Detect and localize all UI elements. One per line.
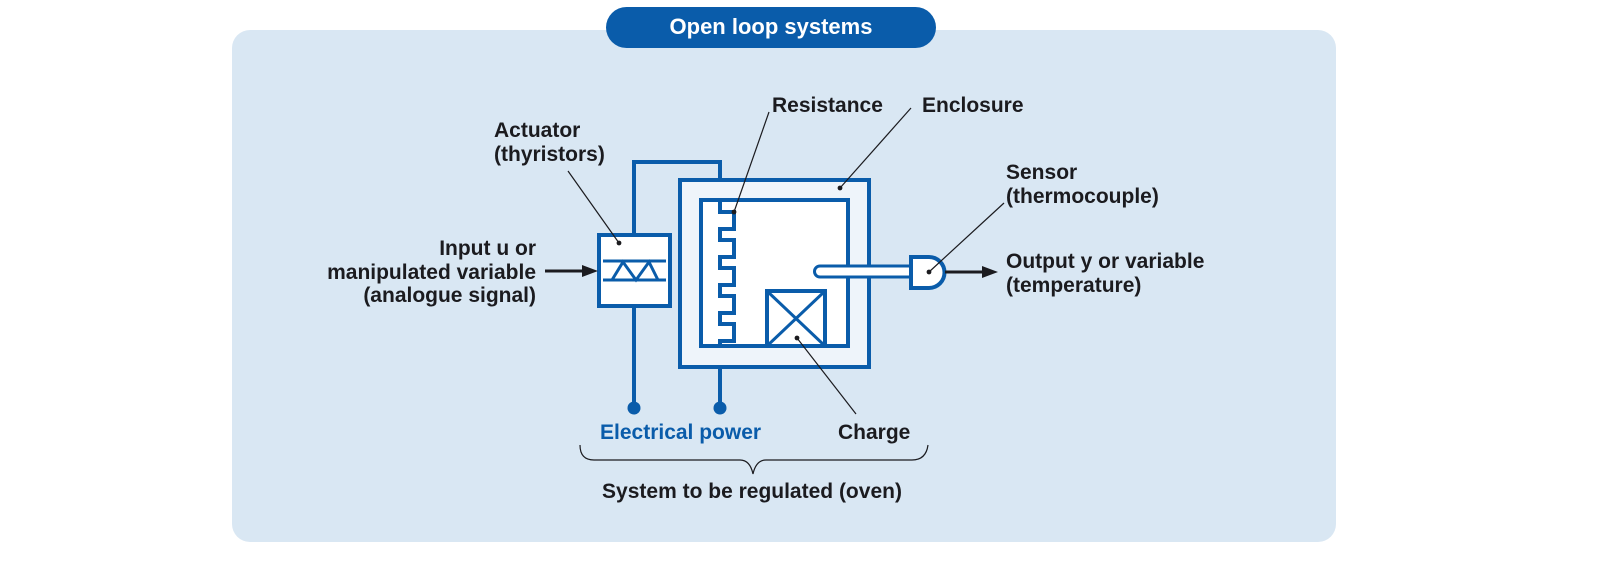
diagram-title: Open loop systems — [670, 14, 873, 39]
title-pill: Open loop systems — [606, 7, 936, 48]
label-output-line2: (temperature) — [1006, 274, 1141, 297]
leader-dot-actuator — [616, 240, 622, 246]
label-electrical-power: Electrical power — [600, 421, 761, 444]
label-input-line2: manipulated variable — [327, 261, 536, 284]
label-system: System to be regulated (oven) — [602, 480, 902, 503]
charge-box — [765, 289, 827, 348]
power-terminal-left — [627, 401, 641, 415]
actuator-box — [597, 233, 672, 308]
label-actuator-line1: Actuator — [494, 119, 580, 142]
output-arrow — [945, 266, 998, 278]
leader-enclosure — [839, 107, 912, 189]
label-resistance: Resistance — [772, 94, 883, 117]
label-input-line3: (analogue signal) — [363, 284, 536, 307]
label-actuator-line2: (thyristors) — [494, 143, 605, 166]
leader-actuator — [567, 170, 620, 244]
thyristor-icon — [610, 259, 660, 283]
label-input-line1: Input u or — [439, 237, 536, 260]
leader-dot-charge — [794, 335, 800, 341]
label-sensor-line1: Sensor — [1006, 161, 1077, 184]
leader-dot-sensor — [926, 269, 932, 275]
leader-dot-resistance — [731, 209, 737, 215]
sensor-probe — [813, 264, 911, 279]
label-enclosure: Enclosure — [922, 94, 1024, 117]
resistance-element — [718, 200, 736, 346]
system-brace — [579, 444, 929, 475]
label-charge: Charge — [838, 421, 910, 444]
leader-resistance — [733, 111, 770, 213]
leader-charge — [796, 337, 857, 415]
power-terminal-right — [713, 401, 727, 415]
leader-sensor — [928, 202, 1005, 273]
input-arrow — [545, 265, 598, 277]
label-sensor-line2: (thermocouple) — [1006, 185, 1159, 208]
title-pill-background — [606, 7, 936, 48]
leader-dot-enclosure — [837, 185, 843, 191]
label-output-line1: Output y or variable — [1006, 250, 1204, 273]
